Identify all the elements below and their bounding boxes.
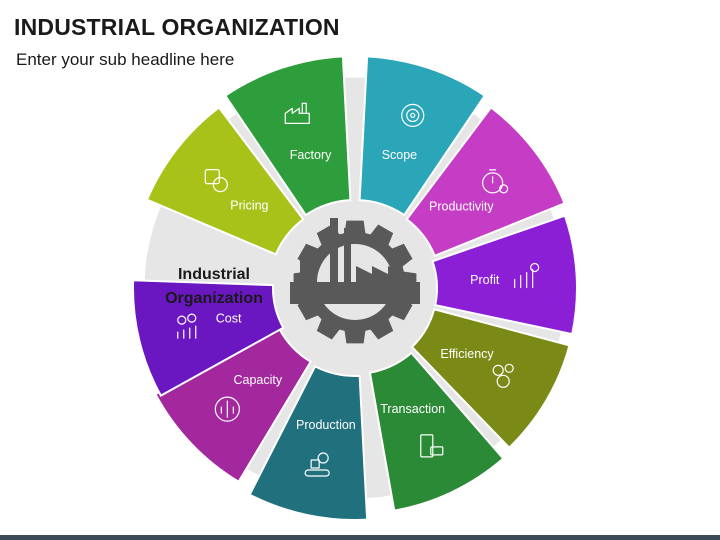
efficiency-gears-icon <box>492 363 514 388</box>
capacity-arrows-icon <box>214 396 240 422</box>
segment-shape <box>145 106 305 256</box>
stopwatch-gear-icon <box>482 169 509 194</box>
center-factory-icon <box>290 218 420 304</box>
growth-chart-icon <box>514 262 540 289</box>
coins-chart-icon <box>177 313 197 339</box>
segment-factory: Factory <box>223 55 352 217</box>
segment-label: Productivity <box>429 199 494 213</box>
segment-shape <box>132 279 285 397</box>
segments-group: Factory ScopeProductivityProfitEfficiency… <box>132 55 578 521</box>
segment-label: Profit <box>470 273 500 287</box>
center-label-line2: Organization <box>165 290 263 307</box>
segment-pricing: Pricing <box>145 106 305 256</box>
payment-terminal-icon <box>420 434 444 458</box>
conveyor-icon <box>304 452 330 477</box>
segment-efficiency: Efficiency <box>410 307 571 450</box>
segment-shape <box>248 365 369 521</box>
segment-label: Production <box>296 418 356 432</box>
center-label-line1: Industrial <box>178 266 250 283</box>
segment-productivity: Productivity <box>405 106 566 258</box>
segment-label: Transaction <box>380 402 445 416</box>
footer-bar <box>0 535 720 540</box>
segment-scope: Scope <box>358 55 487 217</box>
pricing-tag-icon <box>204 169 228 193</box>
segment-profit: Profit <box>431 214 578 336</box>
segment-label: Efficiency <box>440 347 494 361</box>
segment-shape <box>358 55 487 217</box>
segment-label: Scope <box>382 148 417 162</box>
segment-production: Production <box>248 365 369 521</box>
target-gear-icon <box>401 103 425 128</box>
segment-cost: Cost <box>132 279 285 397</box>
segment-transaction: Transaction <box>368 351 505 512</box>
segment-label: Factory <box>290 148 332 162</box>
segment-label: Cost <box>216 311 242 325</box>
factory-icon <box>284 102 310 125</box>
segment-label: Capacity <box>233 373 282 387</box>
segment-shape <box>154 327 313 484</box>
segment-shape <box>223 55 352 217</box>
page-subtitle: Enter your sub headline here <box>16 50 235 69</box>
center-gear-group <box>290 218 420 344</box>
page-title: INDUSTRIAL ORGANIZATION <box>14 14 340 40</box>
segment-shape <box>368 351 505 512</box>
segment-shape <box>431 214 578 336</box>
segment-shape <box>410 307 571 450</box>
segment-label: Pricing <box>230 199 268 213</box>
segment-capacity: Capacity <box>154 327 313 484</box>
segment-shape <box>405 106 566 258</box>
